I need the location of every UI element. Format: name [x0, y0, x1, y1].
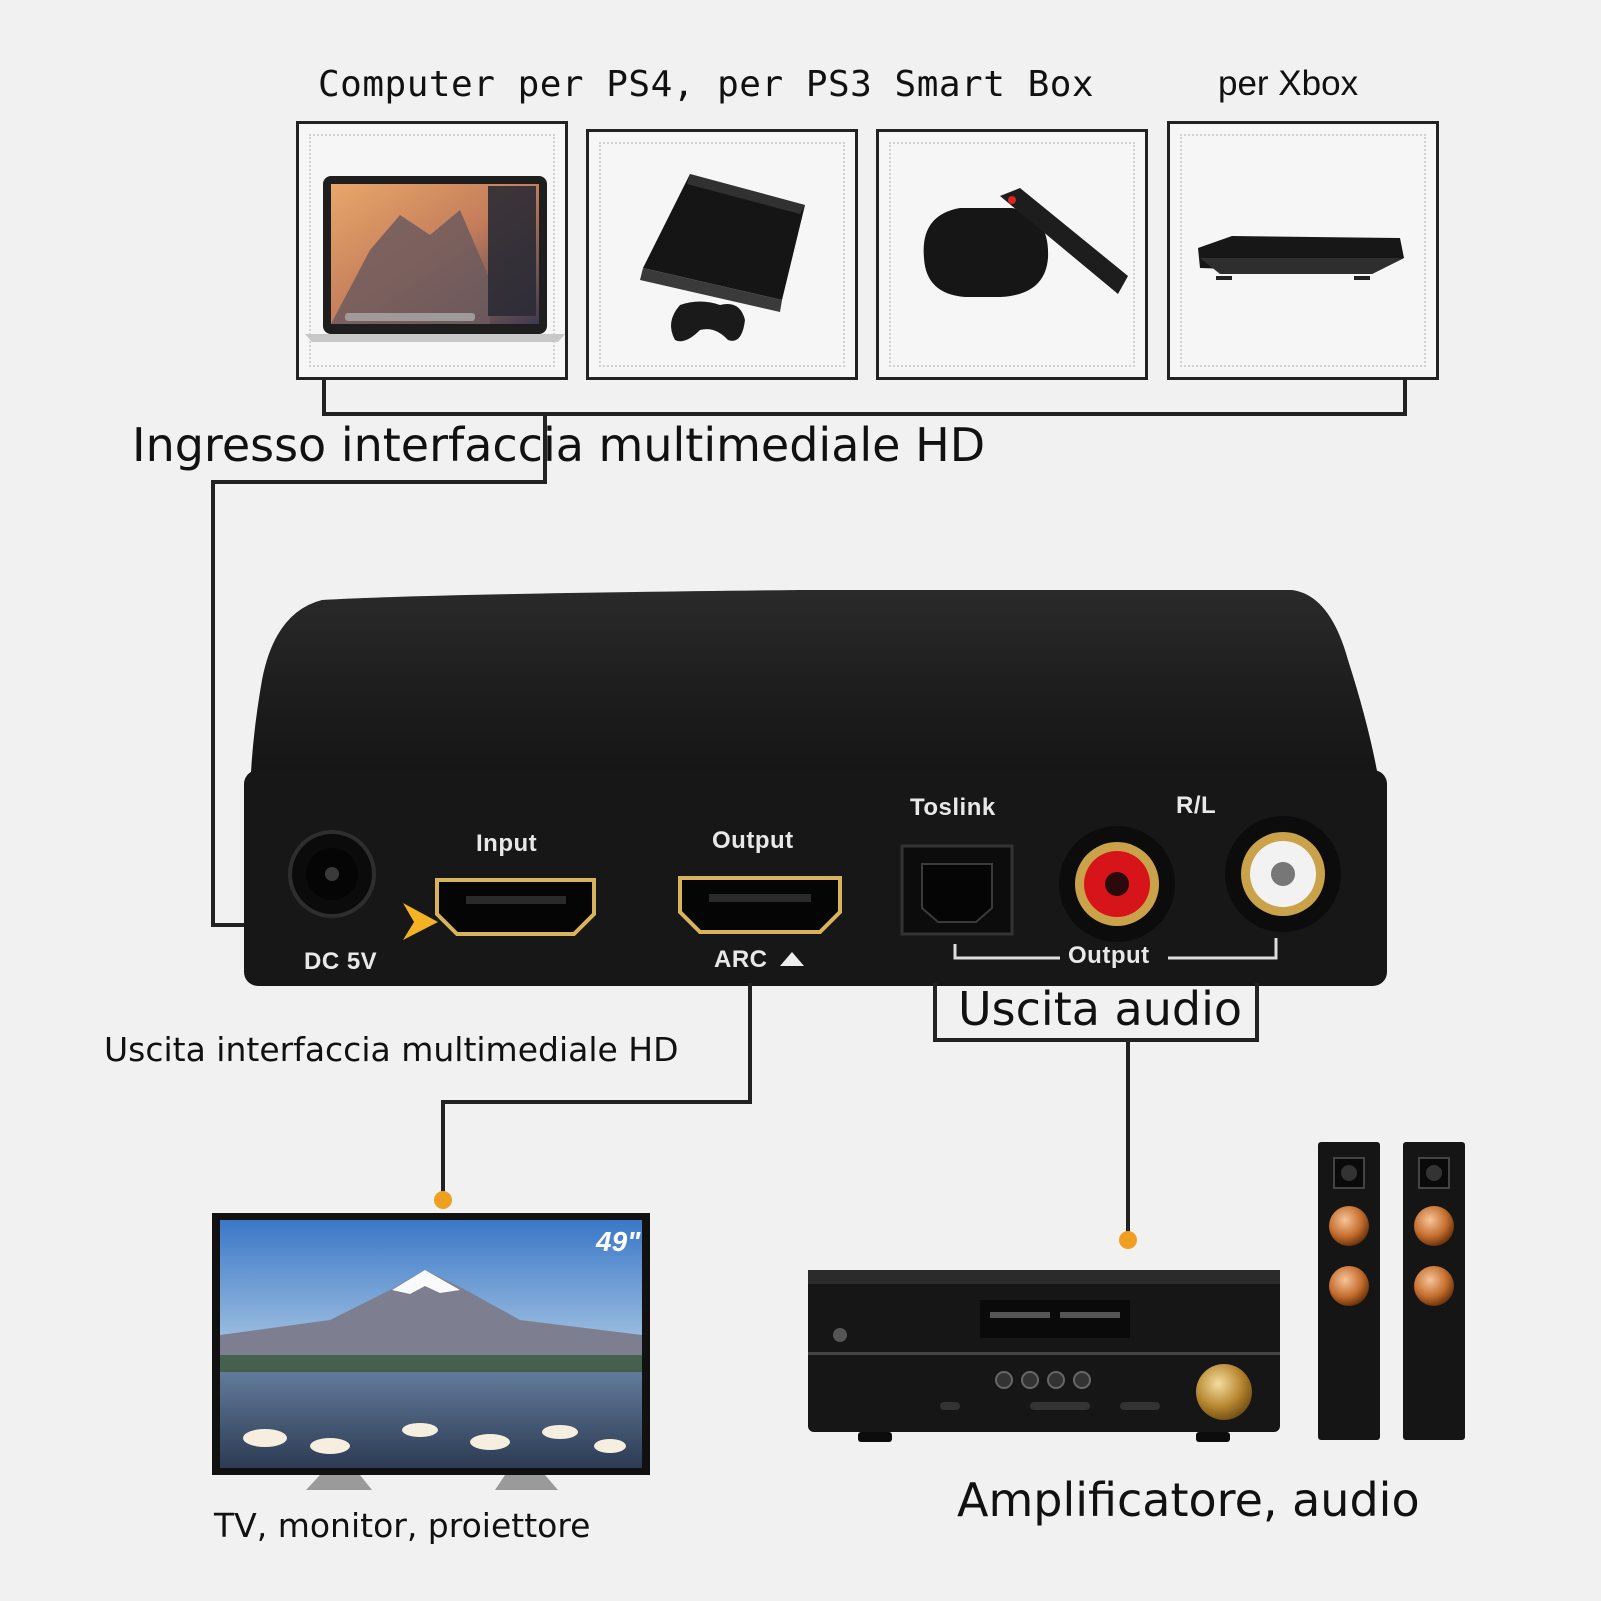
- audio-output-label: Uscita audio: [958, 982, 1243, 1036]
- output-port-label: Output: [712, 827, 794, 854]
- input-arrow-icon: [403, 903, 438, 940]
- smart-box-icon: [923, 188, 1128, 297]
- hdmi-output-port: [678, 876, 842, 934]
- toslink-label: Toslink: [910, 794, 996, 821]
- tv-icon: [212, 1213, 650, 1490]
- tv-label: TV, monitor, proiettore: [214, 1506, 591, 1545]
- sources-group-label: Computer per PS4, per PS3 Smart Box: [318, 64, 1095, 105]
- arc-triangle-icon: [780, 952, 804, 966]
- source-frame-ps3: [586, 129, 858, 380]
- speaker-right-icon: [1403, 1142, 1465, 1440]
- tv-size-badge: 49": [596, 1226, 641, 1257]
- xbox-console-icon: [1198, 236, 1404, 280]
- hdmi-output-line: [441, 983, 752, 1196]
- sources-bracket: [322, 380, 1407, 416]
- amplifier-label: Amplificatore, audio: [957, 1473, 1420, 1527]
- audio-extractor-device: [244, 590, 1387, 986]
- tv-connector-dot: [434, 1191, 452, 1209]
- speaker-left-icon: [1318, 1142, 1380, 1440]
- ps3-console-icon: [640, 174, 805, 342]
- xbox-label: per Xbox: [1218, 64, 1359, 103]
- audio-output-box: [933, 983, 1259, 1042]
- hdmi-input-label: Ingresso interfaccia multimediale HD: [132, 418, 986, 472]
- audio-ports-output-label: Output: [1068, 942, 1150, 969]
- laptop-icon: [305, 176, 565, 342]
- arc-label: ARC: [714, 946, 768, 973]
- amp-connector-dot: [1119, 1231, 1137, 1249]
- hdmi-output-label: Uscita interfaccia multimediale HD: [104, 1030, 679, 1069]
- amplifier-icon: [808, 1270, 1280, 1442]
- dc-5v-label: DC 5V: [304, 948, 378, 975]
- hdmi-input-port: [435, 878, 596, 936]
- input-port-label: Input: [476, 830, 538, 857]
- rl-label: R/L: [1176, 792, 1217, 819]
